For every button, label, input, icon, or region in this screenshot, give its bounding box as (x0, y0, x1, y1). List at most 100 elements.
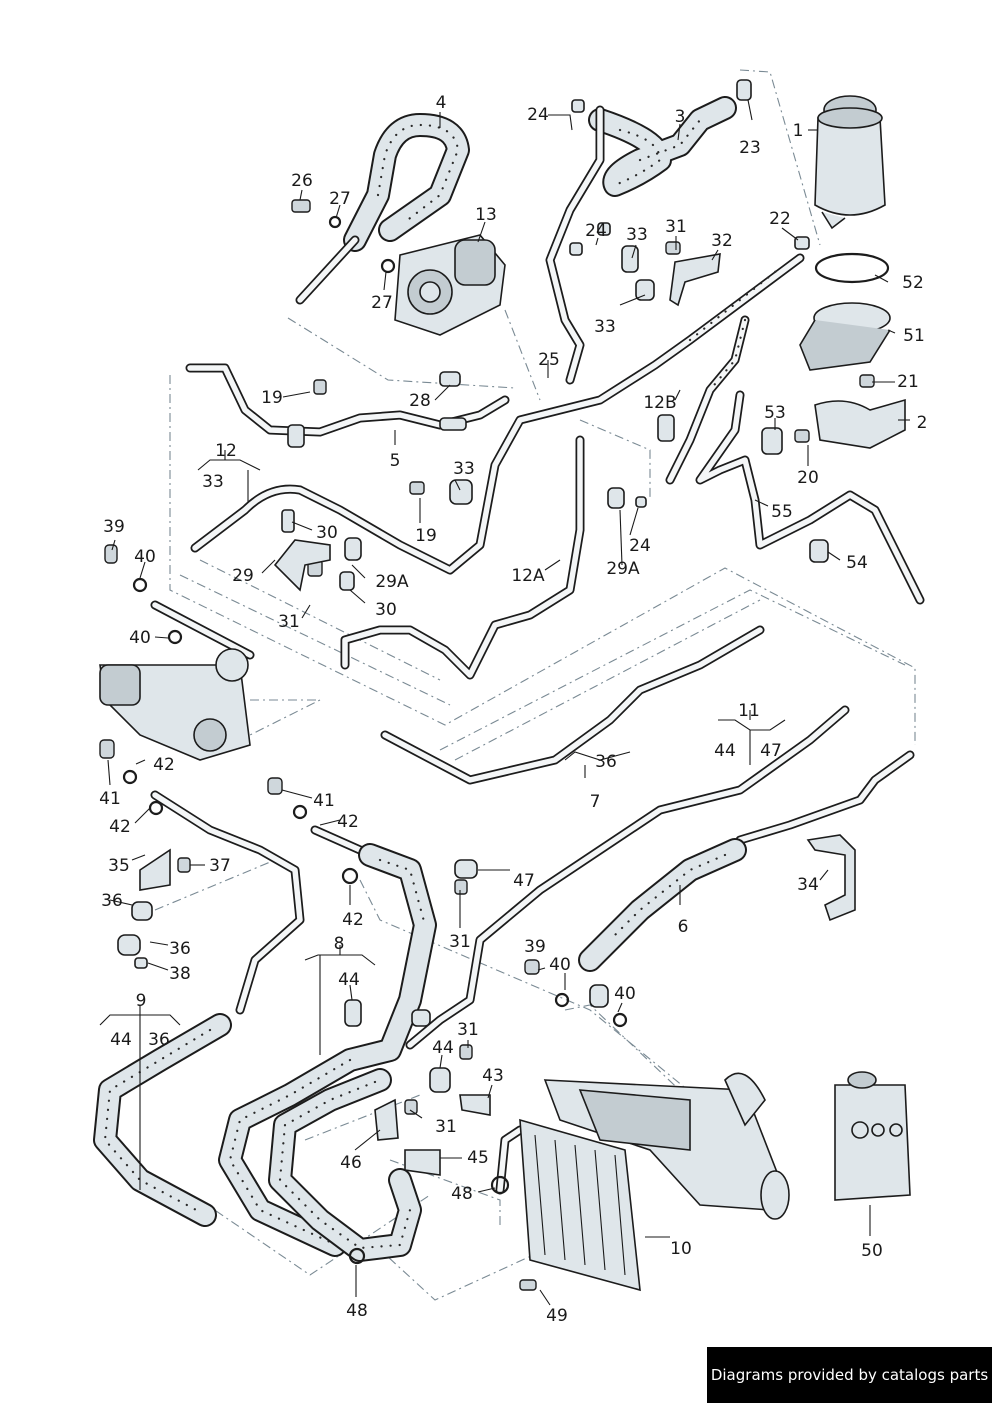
label-22: 22 (769, 209, 791, 229)
bracket-51 (799, 302, 891, 371)
label-25: 25 (538, 350, 560, 370)
bracket-34 (806, 834, 856, 922)
label-12a: 12A (511, 566, 545, 586)
label-36-left: 36 (101, 891, 123, 911)
label-31-top: 31 (665, 217, 687, 237)
pipe-6 (578, 750, 915, 972)
pump-13 (394, 234, 506, 336)
label-31-left: 31 (278, 612, 300, 632)
label-52: 52 (902, 273, 924, 293)
label-13: 13 (475, 205, 497, 225)
label-3: 3 (675, 107, 686, 127)
label-54: 54 (846, 553, 868, 573)
label-36-mid: 36 (595, 752, 617, 772)
label-33-mid: 33 (594, 317, 616, 337)
label-28: 28 (409, 391, 431, 411)
pipe-10-cooler (495, 1125, 525, 1195)
label-46: 46 (340, 1153, 362, 1173)
label-30-top: 30 (316, 523, 338, 543)
label-40-c: 40 (549, 955, 571, 975)
label-2: 2 (917, 413, 928, 433)
label-32: 32 (711, 231, 733, 251)
seal-ring-52 (814, 252, 890, 284)
label-39-top: 39 (103, 517, 125, 537)
leader-lines (99, 99, 910, 1306)
label-50: 50 (861, 1241, 883, 1261)
label-41-mid: 41 (313, 791, 335, 811)
attribution-footer: Diagrams provided by catalogs parts (707, 1347, 992, 1403)
label-31-bottom: 31 (435, 1117, 457, 1137)
label-45: 45 (467, 1148, 489, 1168)
label-26: 26 (291, 171, 313, 191)
label-51: 51 (903, 326, 925, 346)
label-47-mid: 47 (513, 871, 535, 891)
label-5: 5 (390, 451, 401, 471)
label-44-mid: 44 (338, 970, 360, 990)
label-39-bottom: 39 (524, 937, 546, 957)
label-44-right: 44 (714, 741, 736, 761)
label-40-d: 40 (614, 984, 636, 1004)
label-24-right: 24 (629, 536, 651, 556)
label-4: 4 (436, 93, 447, 113)
pressure-hose-4 (295, 113, 470, 305)
label-33-top: 33 (626, 225, 648, 245)
label-38: 38 (169, 964, 191, 984)
label-29a-left: 29A (375, 572, 409, 592)
bracket-2 (814, 398, 906, 449)
label-33-left: 33 (202, 472, 224, 492)
label-49: 49 (546, 1306, 568, 1326)
fluid-bottle-50 (834, 1071, 911, 1201)
pipe-11 (405, 705, 850, 1050)
label-30-bottom: 30 (375, 600, 397, 620)
pipe-9 (93, 790, 305, 1227)
label-11: 11 (738, 701, 760, 721)
label-19-mid: 19 (415, 526, 437, 546)
label-42-d: 42 (342, 910, 364, 930)
label-47-right: 47 (760, 741, 782, 761)
label-31-mid: 31 (449, 932, 471, 952)
label-42-c: 42 (337, 812, 359, 832)
label-48-bottom: 48 (346, 1301, 368, 1321)
label-19-top: 19 (261, 388, 283, 408)
reservoir-1 (814, 95, 886, 230)
label-33-right: 33 (453, 459, 475, 479)
pipe-12a (340, 435, 585, 680)
fasteners (99, 79, 875, 1291)
label-9: 9 (136, 991, 147, 1011)
label-48-right: 48 (451, 1184, 473, 1204)
label-44-lower: 44 (432, 1038, 454, 1058)
label-21: 21 (897, 372, 919, 392)
return-hose-3 (545, 96, 737, 385)
label-42-a: 42 (153, 755, 175, 775)
label-24-mid: 24 (585, 221, 607, 241)
label-42-b: 42 (109, 817, 131, 837)
label-43: 43 (482, 1066, 504, 1086)
pipe-12 (190, 253, 805, 575)
label-7: 7 (590, 792, 601, 812)
oil-cooler-10 (519, 1118, 641, 1292)
callout-labels: 4 3 24 23 1 26 27 13 22 24 31 33 32 52 2… (99, 93, 927, 1326)
label-40-mid: 40 (129, 628, 151, 648)
label-40-top: 40 (134, 547, 156, 567)
label-34: 34 (797, 875, 819, 895)
label-37: 37 (209, 856, 231, 876)
label-36-right: 36 (169, 939, 191, 959)
pipe-12b (665, 315, 750, 485)
label-6: 6 (678, 917, 689, 937)
label-36-bottom: 36 (148, 1030, 170, 1050)
pipe-8b (268, 1068, 422, 1262)
steering-rack-lower (543, 1072, 790, 1220)
label-27-bottom: 27 (371, 293, 393, 313)
label-31-c: 31 (457, 1020, 479, 1040)
label-10: 10 (670, 1239, 692, 1259)
label-44-left: 44 (110, 1030, 132, 1050)
label-12b: 12B (643, 393, 676, 413)
label-41-left: 41 (99, 789, 121, 809)
dashed-reference-lines (154, 69, 916, 1301)
label-24-top: 24 (527, 105, 549, 125)
label-8: 8 (334, 934, 345, 954)
label-29a-right: 29A (606, 559, 640, 579)
pipe-40-rack (150, 600, 255, 660)
label-55: 55 (771, 502, 793, 522)
